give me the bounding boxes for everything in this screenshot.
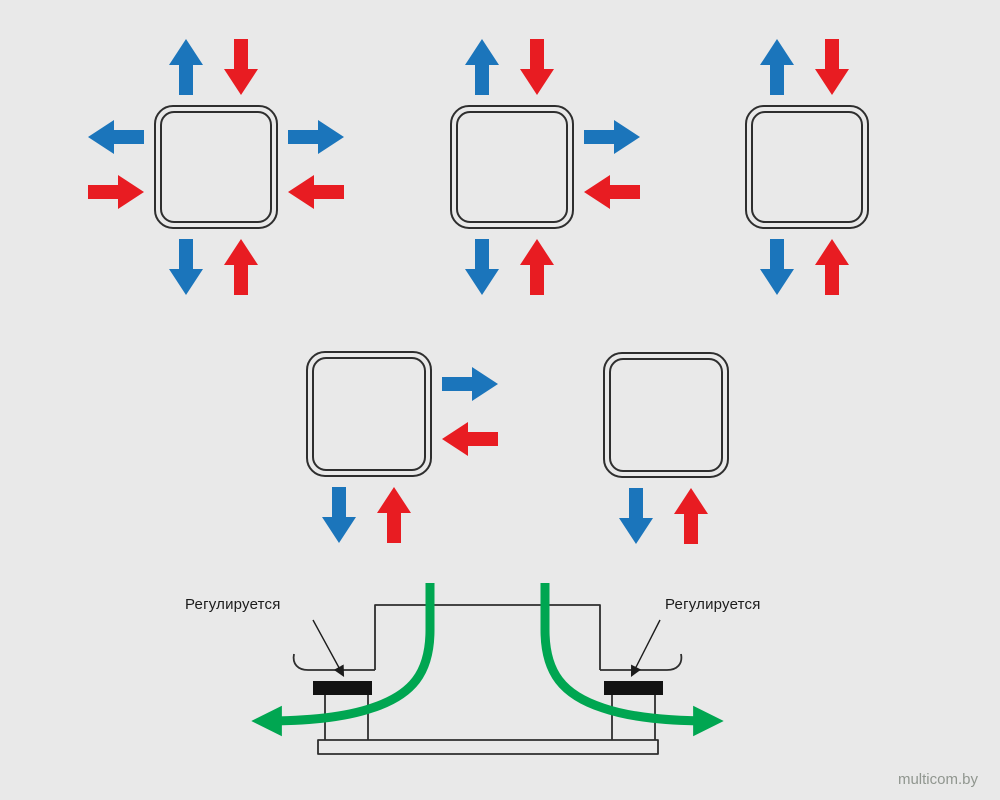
supply-arrow-down-icon (465, 239, 500, 295)
watermark: multicom.by (897, 771, 978, 788)
adjustable-label-right: Регулируется (665, 596, 761, 613)
return-arrow-up-icon (377, 487, 412, 543)
return-arrow-up-icon (519, 239, 554, 295)
supply-arrow-right-icon (442, 366, 498, 401)
return-arrow-down-icon (519, 39, 554, 95)
pointer-arrow-left (312, 619, 345, 677)
supply-arrow-down-icon (169, 239, 204, 295)
diffuser-face-plate (317, 739, 659, 755)
supply-arrow-down-icon (321, 487, 356, 543)
supply-arrow-up-icon (760, 39, 795, 95)
supply-arrow-right-icon (288, 120, 344, 155)
left-damper (313, 681, 372, 695)
pointer-arrow-right (630, 619, 661, 677)
diffuser-neck (374, 604, 601, 670)
return-arrow-up-icon (674, 488, 709, 544)
airflow-stream-left (251, 583, 435, 737)
return-arrow-right-icon (88, 174, 144, 209)
return-arrow-up-icon (223, 239, 258, 295)
diffuser-cross-section-diagram (251, 583, 724, 755)
return-arrow-up-icon (814, 239, 849, 295)
right-damper (604, 681, 663, 695)
airflow-stream-right (540, 583, 724, 737)
diffuser-inner-line (456, 111, 568, 223)
supply-arrow-down-icon (618, 488, 653, 544)
diffuser-inner-line (751, 111, 863, 223)
return-arrow-down-icon (223, 39, 258, 95)
diffuser-inner-line (609, 358, 723, 472)
return-arrow-left-icon (442, 422, 498, 457)
diffuser-two-way-corner-outline (306, 351, 432, 477)
diffuser-three-way-outline (450, 105, 574, 229)
supply-arrow-right-icon (584, 120, 640, 155)
diffuser-one-way-outline (603, 352, 729, 478)
diffuser-left-flange (292, 653, 375, 671)
supply-arrow-left-icon (88, 120, 144, 155)
supply-arrow-up-icon (169, 39, 204, 95)
supply-arrow-up-icon (465, 39, 500, 95)
diffuser-inner-line (160, 111, 272, 223)
return-arrow-left-icon (584, 174, 640, 209)
diffuser-right-flange (600, 653, 683, 671)
diffuser-inner-line (312, 357, 426, 471)
return-arrow-left-icon (288, 174, 344, 209)
supply-arrow-down-icon (760, 239, 795, 295)
diffuser-body-outline (292, 604, 683, 755)
return-arrow-down-icon (814, 39, 849, 95)
diffuser-two-way-vertical-outline (745, 105, 869, 229)
adjustable-label-left: Регулируется (185, 596, 281, 613)
diffuser-four-way-outline (154, 105, 278, 229)
